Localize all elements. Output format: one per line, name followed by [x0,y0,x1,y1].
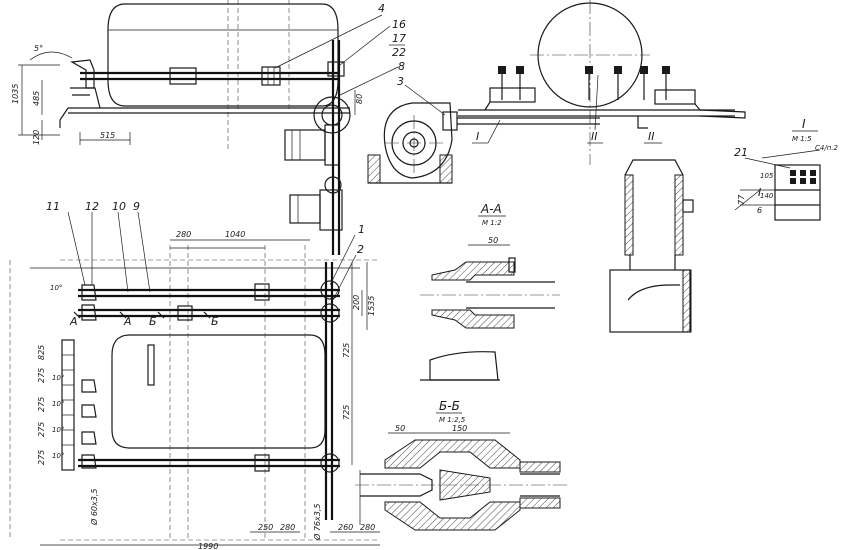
dim-280-bottom: 280 [280,523,295,532]
side-view: 5° 1035 485 120 515 80 [11,0,364,255]
dim-260: 260 [338,523,353,532]
angle-10-2: 10° [52,374,64,382]
section-mark-B-mid: Б [149,315,157,328]
dim-280-right: 280 [360,523,375,532]
dim-1040: 1040 [225,230,245,239]
section-aa-title: А-А [480,202,502,216]
section-marks: А А Б Б [69,311,219,328]
section-mark-A-left: А [69,315,78,328]
view-mark-I-right: I [758,186,761,199]
dim-1990: 1990 [198,542,218,550]
callout-10: 10 [112,200,126,213]
dim-275-1: 275 [37,397,46,412]
dim-77: 77 [737,194,746,205]
dim-725-lower: 725 [342,405,351,420]
dim-120: 120 [32,130,41,145]
view-mark-II-left: II [591,130,598,143]
callout-16: 16 [392,18,406,31]
dim-80: 80 [355,94,364,104]
angle-10-1: 10° [50,284,62,292]
angle-10-4: 10° [52,426,64,434]
callout-2: 2 [357,243,364,256]
section-aa: А-А М 1:2 50 [420,202,560,381]
dim-1535: 1535 [367,296,376,316]
view-markers: I II II I [472,74,761,199]
dim-485: 485 [32,91,41,106]
callout-8: 8 [398,60,405,73]
section-bb-title: Б-Б [439,399,460,413]
section-mark-B-right: Б [211,315,219,328]
callout-21: 21 [734,146,748,159]
detail-I-scale: М 1:5 [792,135,812,143]
dim-725-upper: 725 [342,343,351,358]
view-mark-I-front: I [476,130,479,143]
callout-17: 17 [392,32,406,45]
callout-4: 4 [378,2,385,15]
detail-I-title: I [802,117,806,131]
dim-angle-5: 5° [34,44,43,53]
callout-22: 22 [392,46,406,59]
dim-50-aa: 50 [488,236,498,245]
detail-I: I М 1:5 С4/п.2 6 77 [734,117,839,221]
plan-dimensions: 280 1040 200 1535 725 725 825 275 275 27… [37,172,774,550]
callout-11: 11 [46,200,60,213]
fan-section [367,102,600,184]
dim-275-2: 275 [37,422,46,437]
callout-9: 9 [133,200,140,213]
dim-140: 140 [760,192,774,200]
dim-275-4: 275 [37,368,46,383]
callout-12: 12 [85,200,99,213]
dim-150-bb: 150 [452,424,467,433]
angle-10-5: 10° [52,452,64,460]
section-bb-scale: М 1:2,5 [439,416,466,424]
callout-3: 3 [397,75,404,88]
dim-1035: 1035 [11,84,20,104]
callouts: 4 16 17 22 8 3 11 12 10 9 1 2 21 [46,2,791,256]
burner-nozzles [81,284,97,469]
dim-280-top: 280 [176,230,191,239]
dim-200: 200 [352,295,361,310]
dim-825: 825 [37,345,46,360]
dim-6: 6 [757,206,762,215]
callout-1: 1 [358,223,365,236]
pipe-section [609,159,694,333]
section-aa-scale: М 1:2 [482,219,502,227]
dim-105: 105 [760,172,774,180]
weld-note: С4/п.2 [815,144,839,152]
section-mark-A-mid: А [123,315,132,328]
plan-view [9,211,380,546]
dim-pipe-60: Ø 60х3,5 [89,489,99,526]
dim-515: 515 [100,131,115,140]
section-bb: Б-Б М 1:2,5 50 150 [355,399,570,531]
front-view [458,0,746,165]
dim-50-bb: 50 [395,424,405,433]
view-mark-II-right: II [648,130,655,143]
dim-275-3: 275 [37,450,46,465]
dim-250: 250 [258,523,273,532]
angle-10-3: 10° [52,400,64,408]
dim-pipe-76: Ø 76х3,5 [312,504,322,541]
burner-valves [498,66,670,100]
